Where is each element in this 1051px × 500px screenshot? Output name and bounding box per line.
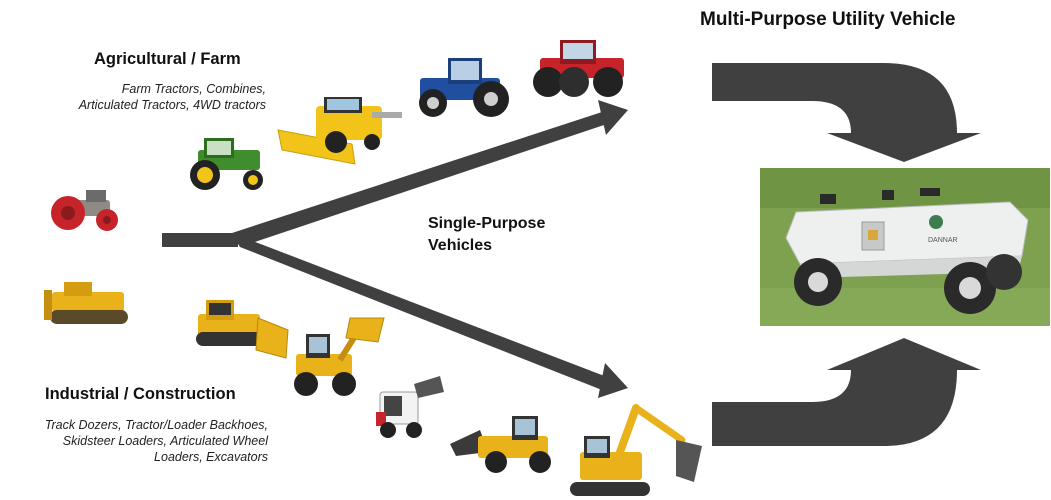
- vintage-dozer-icon: [44, 282, 128, 324]
- page-title: Multi-Purpose Utility Vehicle: [700, 9, 956, 30]
- red-4wd-tractor-icon: [533, 40, 624, 97]
- fork-stem: [162, 233, 238, 247]
- green-tractor-icon: [190, 138, 263, 190]
- vintage-red-tractor-icon: [51, 190, 118, 231]
- skidsteer-loader-icon: [376, 376, 444, 438]
- lower-arrow-shaft: [232, 233, 607, 390]
- industrial-line: Skidsteer Loaders, Articulated Wheel: [62, 434, 268, 448]
- excavator-icon: [570, 404, 702, 496]
- industrial-line: Track Dozers, Tractor/Loader Backhoes,: [44, 418, 268, 432]
- center-label-line: Single-Purpose: [428, 215, 546, 232]
- industrial-description: Track Dozers, Tractor/Loader Backhoes, S…: [2, 417, 268, 465]
- industrial-line: Loaders, Excavators: [154, 450, 268, 464]
- bottom-curved-arrow: [712, 338, 981, 446]
- top-curved-arrow: [712, 63, 981, 162]
- blue-tractor-icon: [419, 58, 509, 117]
- center-label-line: Vehicles: [428, 237, 493, 254]
- fork-arrows: [162, 100, 628, 398]
- combine-harvester-icon: [277, 97, 402, 165]
- upper-arrow-head: [598, 100, 628, 135]
- track-dozer-icon: [196, 300, 289, 359]
- utility-vehicle-photo: DANNAR: [760, 168, 1050, 326]
- single-purpose-label: Single-Purpose Vehicles: [428, 213, 545, 257]
- wheel-loader-icon: [294, 317, 385, 396]
- upper-arrow-shaft: [232, 112, 607, 247]
- agricultural-heading: Agricultural / Farm: [94, 50, 241, 68]
- lower-arrow-head: [598, 363, 628, 398]
- industrial-heading: Industrial / Construction: [45, 385, 236, 403]
- articulated-loader-icon: [450, 416, 551, 473]
- agricultural-line: Farm Tractors, Combines,: [121, 82, 266, 96]
- vehicle-badge-text: DANNAR: [928, 237, 958, 244]
- agricultural-line: Articulated Tractors, 4WD tractors: [78, 98, 266, 112]
- agricultural-description: Farm Tractors, Combines, Articulated Tra…: [40, 81, 266, 113]
